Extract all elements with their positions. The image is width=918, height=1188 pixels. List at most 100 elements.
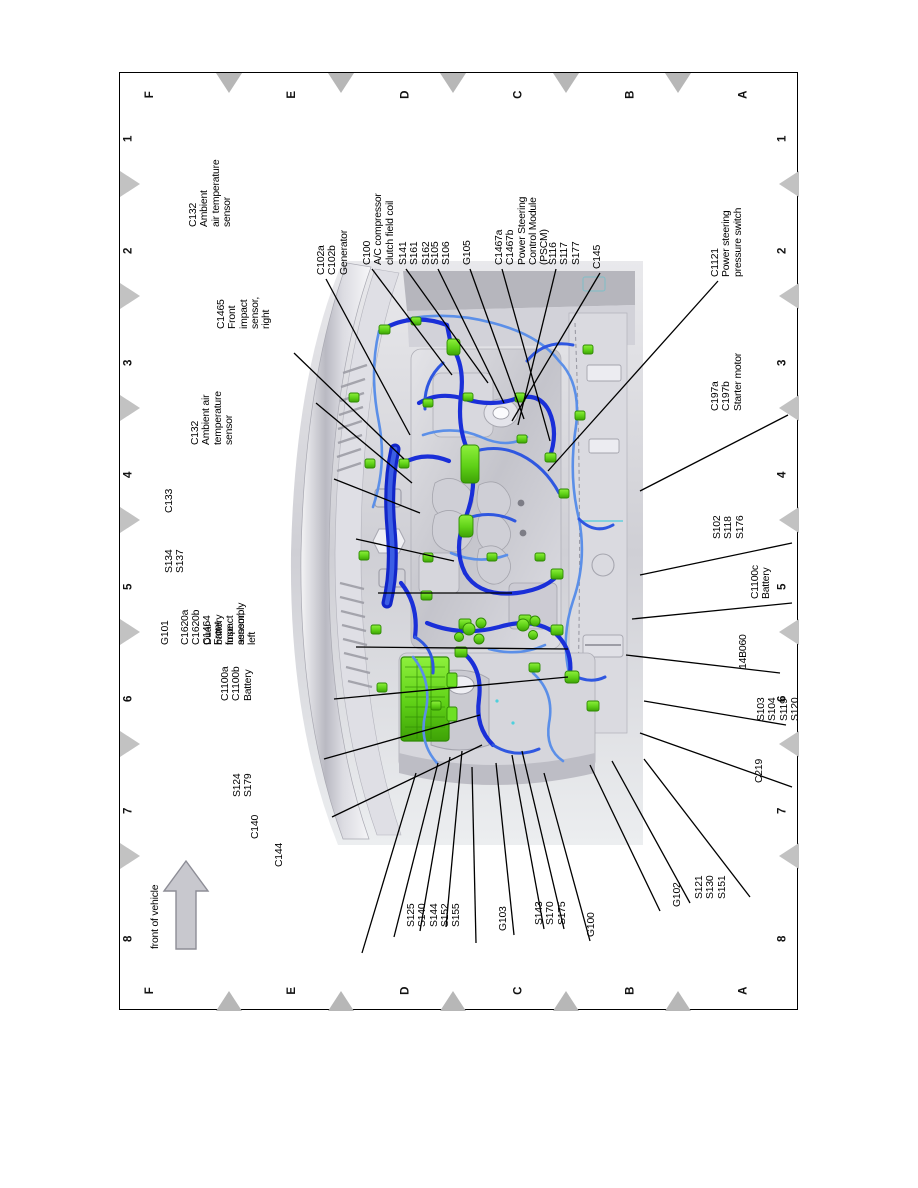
callout-line: air temperature [210, 159, 222, 227]
grid-marker-right-4 [779, 507, 799, 533]
grid-letter-bottom-D: D [399, 986, 412, 995]
callout-line: C197a [710, 381, 721, 411]
drawing-sheet-frame: F E D C B A F E D C [119, 72, 799, 1011]
grid-letter-top-B: B [624, 90, 637, 99]
grid-marker-right-3 [779, 395, 799, 421]
grid-marker-right-1 [779, 171, 799, 197]
grid-number-left-1: 1 [122, 135, 135, 142]
callout-line: G102 [672, 882, 683, 907]
callout-line: S125 [406, 903, 417, 927]
callout-line: C102a [316, 245, 327, 275]
callout-g100: G100 [586, 912, 597, 937]
callout-line: S170 [545, 901, 557, 925]
callout-line: Front [227, 305, 239, 329]
grid-marker-left-1 [120, 171, 140, 197]
callout-line: Ambient [199, 190, 211, 227]
callout-c133: C133 [164, 489, 175, 513]
callout-c145: C145 [592, 245, 603, 269]
grid-marker-left-2 [120, 283, 140, 309]
callout-c132-ambient-air-temperature-sensor-b: C132 Ambient air temperature sensor [190, 391, 235, 445]
grid-marker-left-5 [120, 619, 140, 645]
callout-line: S155 [451, 903, 463, 927]
grid-marker-top-1 [216, 73, 242, 93]
grid-marker-top-3 [440, 73, 466, 93]
callout-s116-s117-s177: S116 S117 S177 [548, 242, 582, 265]
callout-line: S152 [439, 903, 451, 927]
callout-line: S116 [548, 242, 559, 265]
callout-g105: G105 [462, 240, 473, 265]
callout-line: C100 [362, 240, 373, 265]
grid-letter-bottom-A: A [737, 986, 750, 995]
grid-number-left-2: 2 [122, 247, 135, 254]
callout-line: impact [238, 299, 250, 329]
callout-line: S179 [243, 773, 255, 797]
front-of-vehicle-arrow-icon [162, 859, 210, 950]
callout-line: S144 [428, 903, 440, 927]
grid-letter-bottom-F: F [143, 987, 156, 995]
callout-line: sensor, [249, 296, 261, 329]
callout-s103-s104-s119-s120-s142: S103 S104 S119 S120 S142 [756, 698, 799, 721]
callout-line: S103 [756, 697, 767, 721]
callout-line: S120 [789, 697, 799, 721]
callout-line: C1465 [216, 299, 227, 329]
grid-number-left-8: 8 [122, 935, 135, 942]
grid-marker-left-3 [120, 395, 140, 421]
callout-line: clutch field coil [384, 200, 396, 265]
grid-number-right-1: 1 [776, 135, 789, 142]
callout-line: right [261, 309, 273, 329]
grid-marker-bottom-2 [328, 991, 354, 1011]
callout-line: temperature [212, 391, 224, 445]
callout-line: battery [213, 614, 225, 645]
callout-line: C144 [274, 842, 285, 867]
grid-number-right-2: 2 [776, 247, 789, 254]
callout-line: Dual [202, 624, 214, 645]
callout-s141-s161-s162: S141 S161 S162 [398, 242, 432, 265]
grid-number-left-4: 4 [122, 471, 135, 478]
callout-line: S119 [778, 698, 790, 721]
callout-line: S151 [716, 875, 728, 899]
callout-line: pressure switch [732, 207, 744, 277]
grid-marker-top-5 [665, 73, 691, 93]
grid-letter-top-C: C [512, 90, 525, 99]
callout-line: C132 [188, 202, 199, 227]
callout-s102-s118-s176: S102 S118 S176 [712, 516, 746, 539]
grid-marker-right-2 [779, 283, 799, 309]
engine-bay-illustration [290, 261, 643, 845]
callout-c1620-dual-battery-fuse-assembly: C1620a C1620b Dual battery fuse assembly [180, 603, 248, 645]
callout-line: S137 [175, 549, 187, 573]
callout-line: C1620b [191, 609, 203, 645]
callout-line: S177 [570, 241, 582, 265]
callout-line: C1100a [220, 666, 231, 701]
grid-marker-bottom-3 [440, 991, 466, 1011]
callout-line: C1100b [231, 666, 243, 701]
callout-line: G101 [160, 620, 171, 645]
grid-marker-top-2 [328, 73, 354, 93]
grid-number-right-7: 7 [776, 807, 789, 814]
callout-line: S117 [559, 242, 571, 265]
callout-line: C102b [327, 245, 339, 275]
callout-line: assembly [236, 602, 248, 645]
callout-c144: C144 [274, 843, 285, 867]
callout-line: Battery [242, 669, 254, 701]
callout-line: left [247, 631, 259, 645]
callout-c1467-pscm: C1467a C1467b Power Steering Control Mod… [494, 197, 550, 265]
callout-s121-s130-s151: S121 S130 S151 [694, 876, 728, 899]
grid-number-left-5: 5 [122, 583, 135, 590]
grid-letter-top-D: D [399, 90, 412, 99]
callout-line: C1620a [180, 609, 191, 645]
callout-line: S104 [767, 697, 779, 721]
callout-line: C140 [250, 814, 261, 839]
callout-g102: G102 [672, 882, 683, 907]
callout-line: C1121 [710, 248, 721, 277]
grid-marker-bottom-5 [665, 991, 691, 1011]
callout-line: S143 [534, 901, 545, 925]
grid-letter-top-F: F [143, 91, 156, 99]
callout-line: Battery [761, 567, 773, 599]
main-harness-trunk [381, 443, 401, 609]
callout-line: C197b [721, 381, 733, 411]
grid-number-left-3: 3 [122, 359, 135, 366]
grid-letter-bottom-C: C [512, 986, 525, 995]
grid-marker-right-7 [779, 843, 799, 869]
callout-line: C132 [190, 420, 201, 445]
front-of-vehicle-marker [156, 857, 216, 957]
